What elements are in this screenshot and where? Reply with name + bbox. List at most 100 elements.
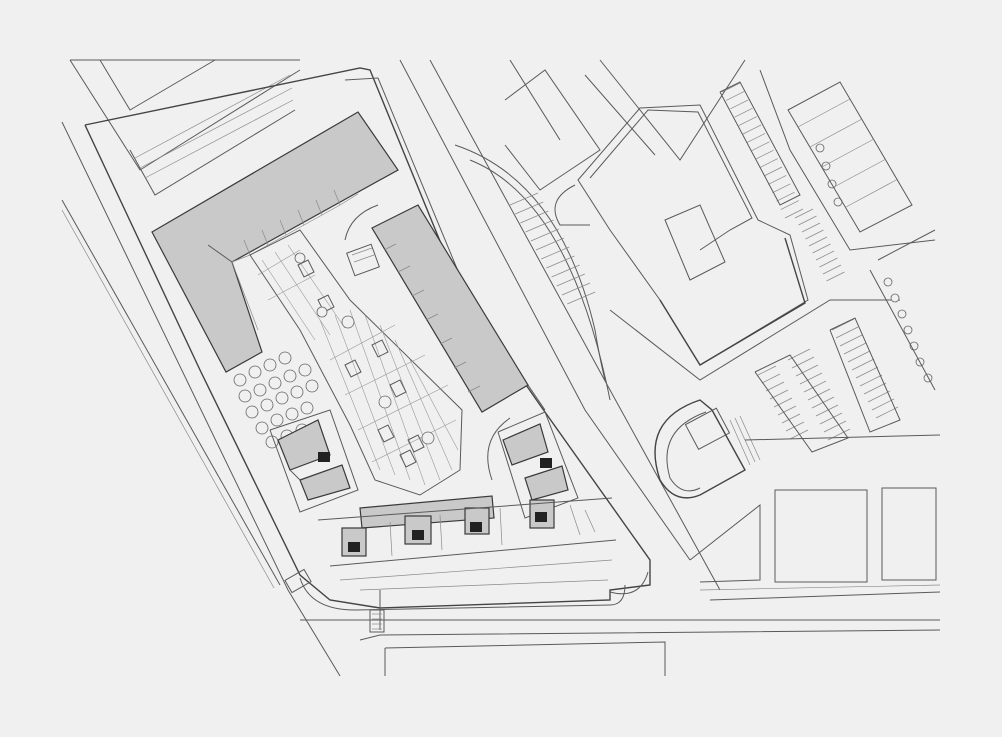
parking-stall (509, 192, 539, 206)
parking-outline (719, 81, 801, 206)
parking-stall (535, 237, 565, 251)
parking-stall (791, 356, 815, 369)
parking-stall (863, 382, 887, 395)
left-street (61, 59, 341, 677)
tree-icon (260, 398, 274, 412)
parking-stall (525, 219, 554, 233)
parking-strip-west (509, 192, 596, 305)
tree-icon (815, 143, 825, 153)
parking-stall (751, 141, 770, 152)
parking-stall (807, 388, 831, 401)
tree-icon (263, 358, 277, 372)
parking-stall (851, 358, 875, 371)
parking-stall (780, 200, 799, 210)
parking-stall (561, 282, 591, 296)
parking-stall (822, 264, 842, 275)
parking-stall (795, 364, 819, 377)
parking-stall (859, 374, 883, 387)
parking-stall (765, 381, 785, 392)
tree-icon (238, 389, 252, 403)
parking-stall (787, 348, 811, 361)
parking-outline (754, 354, 849, 453)
parking-stall (835, 326, 859, 339)
courtyard-house-east (487, 411, 579, 519)
semicircle-pavilion (654, 399, 761, 499)
parking-stall (847, 350, 871, 363)
tree-icon (883, 277, 893, 287)
parking-stall (781, 413, 801, 424)
parking-stall (784, 208, 804, 219)
parking-stall (785, 421, 805, 432)
tree-icon (233, 373, 247, 387)
parking-stall (761, 373, 781, 384)
parking-stall (738, 116, 757, 126)
parking-stall (812, 243, 831, 254)
parking-stall (546, 255, 575, 269)
parking-stall (819, 257, 838, 268)
parking-stall (730, 99, 749, 110)
tree-icon (253, 383, 267, 397)
parking-stall (520, 210, 549, 224)
parking-stall (567, 291, 596, 305)
parking-stall (798, 215, 817, 226)
tree-icon (268, 376, 282, 390)
parking-stall (515, 201, 544, 215)
tree-icon (245, 405, 259, 419)
tree-icon (270, 413, 284, 427)
parking-stall (801, 222, 821, 233)
parking-stall (803, 380, 827, 393)
parking-stall (763, 166, 783, 177)
parking-stall (773, 397, 793, 408)
parking-stall (734, 107, 753, 118)
tree-icon (903, 325, 913, 335)
bottom-row-houses (317, 495, 617, 581)
parking-stall (755, 149, 774, 160)
parking-stall (867, 390, 891, 403)
tree-icon (285, 407, 299, 421)
parking-stall (855, 366, 879, 379)
parking-stall (815, 404, 839, 417)
parking-stall (551, 264, 580, 278)
slab-units (383, 243, 481, 393)
parking-stall (871, 398, 895, 411)
parking-stall (843, 342, 867, 355)
parking-stall (747, 133, 766, 143)
parking-stall (772, 183, 791, 194)
main-block-outline (84, 67, 941, 676)
parking-stall (875, 406, 899, 419)
tree-icon (275, 391, 289, 405)
parking-stall (742, 124, 762, 135)
parking-stall (776, 191, 795, 202)
parking-outline (829, 317, 901, 433)
tree-icon (305, 379, 319, 393)
tree-icon (255, 421, 269, 435)
tree-icon (897, 309, 907, 319)
parking-stall (805, 229, 824, 240)
row-houses-northeast (759, 69, 936, 391)
tree-icon (890, 293, 900, 303)
parking-stall (768, 175, 787, 185)
parking-stall (757, 365, 777, 376)
parking-stall (799, 372, 823, 385)
parking-stall (815, 250, 835, 261)
courtyard-outline (249, 229, 463, 496)
parking-stall (726, 91, 745, 101)
parking-stall (819, 412, 843, 425)
bottom-road (284, 568, 649, 633)
parking-stall (839, 334, 863, 347)
courtyard-house-west (269, 409, 359, 513)
parking-stall (808, 236, 828, 247)
parking-stall (823, 420, 847, 433)
parking-stall (721, 82, 741, 93)
tree-icon (248, 365, 262, 379)
right-complex (504, 59, 900, 381)
parking-stall (556, 273, 585, 287)
parking-stall (831, 318, 855, 331)
building-slab (371, 204, 529, 413)
lower-right-plots (689, 434, 941, 601)
parking-stall (777, 405, 797, 416)
parking-stall (530, 228, 559, 242)
tree-icon (300, 401, 314, 415)
courtyard-pavilions (294, 252, 435, 468)
